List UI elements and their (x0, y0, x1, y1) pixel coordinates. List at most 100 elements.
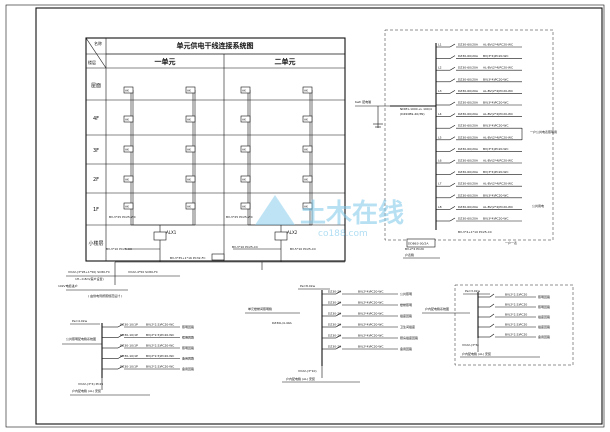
incoming-note: 10kV电缆进户 (58, 283, 78, 288)
unit2-header: 二单元 (275, 57, 296, 66)
unit-breaker-label: DZ30-20 (328, 290, 341, 294)
unit-load-label: 厨房插座回路 (400, 335, 418, 340)
breaker-symbol (335, 290, 342, 295)
unit-panel-main: DZ30L/4-40A (272, 321, 293, 325)
sheet-border (5, 4, 605, 428)
household-load-label: 插座回路 (538, 324, 550, 329)
stair-breaker-label: DZ30-10/1P (120, 365, 138, 369)
meter-box-bottom-code: DDB63-30/2A (408, 242, 429, 246)
household-panel: Pe=3.0kw 户内配电箱系统图 BV(2*2.5)PC20照明回路BV(2*… (422, 284, 574, 366)
breaker-symbol (449, 66, 456, 71)
unit1-feeder: BV-3*10 PC25-CC (106, 247, 132, 251)
breaker-symbol (489, 303, 495, 308)
circuit-cable-label: AL-BV(2*4)PC20-WC (483, 182, 513, 186)
unit-cable-label: BV(2*4)PC20-WC (358, 312, 383, 316)
circuit-phase-label: L4 (438, 112, 442, 116)
riser-title: 单元供电干线连接系统图 (177, 41, 254, 50)
breaker-symbol (117, 323, 124, 328)
meter-box-bottom-box (406, 238, 436, 248)
main-cable-label: BV-3*35+1*16 PC32-FC (170, 256, 205, 260)
unit-load-label: 卫生间插座 (400, 324, 415, 329)
unit-load-label: 公共照明 (400, 291, 412, 296)
svg-text:AK: AK (187, 205, 192, 209)
unit-cable-label: BV(2*4)PC20-WC (358, 323, 383, 327)
meter-box-frame (384, 29, 554, 241)
household-load-label: 照明回路 (538, 294, 550, 299)
circuit-cable-label: BV(3*4)PC20-WC (483, 101, 508, 105)
circuit-breaker-label: DZ30-60/20A (458, 66, 479, 70)
household-cable-label: BV(2*2.5)PC20 (505, 303, 527, 307)
svg-text:AK: AK (125, 205, 130, 209)
breaker-symbol (489, 313, 495, 318)
breaker-symbol (117, 355, 124, 359)
circuit-cable-label: AL-BV(2*4)PC20-WC (483, 112, 513, 116)
household-panel-feeder-note: 户内配电箱 (AL) 安装 (462, 351, 491, 356)
breaker-symbol (449, 171, 456, 175)
breaker-symbol (449, 43, 456, 48)
svg-text:AK: AK (304, 205, 309, 209)
stair-breaker-label: DZ30-10/1P (120, 344, 138, 348)
svg-text:AK: AK (187, 118, 192, 122)
meter-box-diagram: Kwh 配电箱 NDM1-100C+L 100/4 (DZ20B9-40/3N)… (355, 29, 557, 259)
circuit-breaker-label: DZ30-60/20A (458, 89, 479, 93)
circuit-breaker-label: DZ30-60/20A (458, 101, 479, 105)
circuit-phase-label: L7 (438, 182, 442, 186)
svg-text:AK: AK (125, 148, 130, 152)
svg-text:AK: AK (304, 118, 309, 122)
breaker-symbol (117, 344, 124, 349)
meter-box-spare-note: 公共用电 (532, 203, 544, 208)
unit-breaker-label: DZ30-20 (328, 334, 341, 338)
stair-panel-feeder: VV22-(3*4) PC25 (78, 382, 103, 386)
watermark-brand: 土木在线 (300, 199, 404, 229)
unit-panel-title: 单元楼梯间照明箱 (248, 306, 272, 311)
unit-load-label: 楼梯照明 (400, 302, 412, 307)
circuit-breaker-label: DZ30-60/20A (458, 205, 479, 209)
stair-cable-label: BV(2*2.5)PC20-WC (146, 365, 174, 369)
breaker-symbol (489, 323, 495, 328)
unit-cable-label: BV(2*4)PC20-WC (358, 345, 383, 349)
stair-cable-label: BV(2*2.5)PC20-WC (146, 323, 174, 327)
circuit-breaker-label: DZ30-60/20A (458, 159, 479, 163)
stair-breaker-label: DZ30-10/1P (120, 333, 138, 337)
unit2-feeder-mid: BV-3*10 PC25-CC (232, 245, 258, 249)
watermark-logo-icon (255, 195, 295, 225)
main-feeder: BV-3*35+1*16 PC32-FC VV22-(3*95+1*50) SC… (58, 253, 345, 298)
unit1-1f-cable: BV-3*25 PC25-WC (109, 215, 136, 219)
unit1-risers: AK AK AK AK AK AK AK AK AK AK ALX1 BV-3*… (106, 86, 196, 262)
svg-text:AK: AK (125, 178, 130, 182)
unit1-junction-box (153, 231, 167, 241)
stair-breaker-label: DZ30-10/1P (120, 354, 138, 358)
stair-cable-label: BV(2*2.5)PC20-WC (146, 344, 174, 348)
stair-circuit-rows: DZ30-10/1P BV(2*2.5)PC20-WC 照明回路 DZ30-10/1P… (102, 323, 194, 371)
circuit-cable-label: AL-BV(2*4)PC20-WC (483, 89, 513, 93)
unit2-junction-box (274, 231, 288, 241)
unit1-header: 一单元 (155, 57, 176, 66)
circuit-phase-label: L3 (438, 89, 442, 93)
breaker-symbol (449, 136, 456, 141)
floor-label-2f: 2F (93, 177, 99, 183)
circuit-breaker-label: DZ30-60/20A (458, 124, 479, 128)
breaker-symbol (335, 334, 342, 339)
circuit-cable-label: BV(3*4)PC20-WC (483, 217, 508, 221)
floor-label-1f: 1F (93, 207, 99, 213)
sheet-inner-border (35, 7, 603, 425)
main-breaker-rating: (DZ20B9-40/3N) (400, 112, 425, 116)
incoming-cable-1: VV22-(3*95+1*50) SC80-FC (68, 270, 110, 274)
main-breaker-label: NDM1-100C+L 100/4 (400, 107, 432, 111)
circuit-breaker-label: DZ30-60/20A (458, 43, 479, 47)
circuit-cable-label: BV(3*4)PC20-WC (483, 124, 508, 128)
circuit-breaker-label: DZ30-60/20A (458, 77, 479, 81)
floor-label-4f: 4F (93, 116, 99, 122)
circuit-breaker-label: DZ30-60/20A (458, 182, 479, 186)
meter-box-bottom-note: 一户一表 (505, 240, 517, 245)
circuit-breaker-label: DZ30-60/20A (458, 147, 479, 151)
riser-diagram: 单元供电干线连接系统图 名称 楼层 一单元 二单元 屋面 4F 3F 2F 1F… (58, 37, 346, 298)
circuit-cable-label: BV(3*4)PC20-WC (483, 170, 508, 174)
circuit-breaker-label: DZ30-60/20A (458, 170, 479, 174)
stair-load-label: 照明回路 (182, 345, 194, 350)
breaker-symbol (449, 101, 456, 106)
household-cable-label: BV(2*2.5)PC20 (505, 323, 527, 327)
incoming-cable-2: VV22-4*50 SC80-FC (128, 270, 158, 274)
